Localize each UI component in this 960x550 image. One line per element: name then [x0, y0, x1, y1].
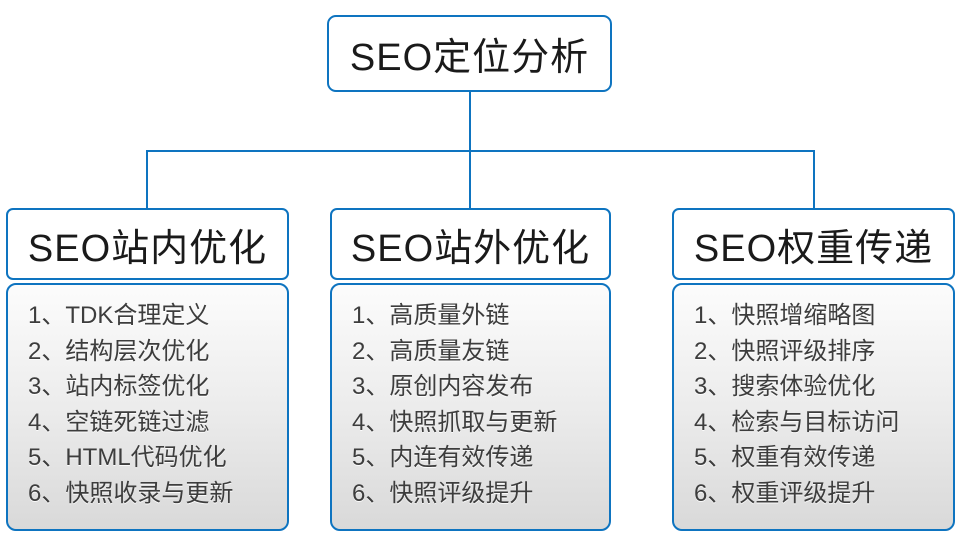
list-item: 3、搜索体验优化	[694, 373, 876, 401]
list-item: 5、HTML代码优化	[28, 444, 227, 472]
list-item: 1、高质量外链	[352, 302, 510, 329]
column-offsite-title: SEO站外优化	[350, 227, 591, 270]
list-item: 4、空链死链过滤	[28, 408, 210, 436]
list-item: 6、权重评级提升	[694, 479, 876, 507]
list-item: 1、TDK合理定义	[28, 302, 210, 329]
connector-drop-left	[146, 151, 148, 209]
list-item: 2、高质量友链	[352, 337, 510, 365]
column-weight-body: 1、快照增缩略图 2、快照评级排序 3、搜索体验优化 4、检索与目标访问 5、权…	[672, 283, 955, 531]
connector-drop-middle	[469, 151, 471, 209]
list-item: 5、权重有效传递	[694, 444, 876, 472]
root-node-label: SEO定位分析	[349, 37, 590, 79]
list-item: 3、原创内容发布	[352, 373, 534, 401]
list-item: 6、快照收录与更新	[28, 479, 234, 507]
list-item: 1、快照增缩略图	[694, 302, 876, 329]
list-item: 5、内连有效传递	[352, 444, 534, 472]
list-item: 3、站内标签优化	[28, 373, 210, 401]
connector-root-vertical	[469, 91, 471, 151]
column-offsite-header: SEO站外优化	[330, 208, 611, 280]
column-weight-title: SEO权重传递	[693, 227, 934, 270]
column-onsite-body: 1、TDK合理定义 2、结构层次优化 3、站内标签优化 4、空链死链过滤 5、H…	[6, 283, 289, 531]
root-node: SEO定位分析	[327, 15, 612, 92]
column-onsite-title: SEO站内优化	[27, 227, 268, 270]
list-item: 2、结构层次优化	[28, 337, 210, 365]
column-onsite-header: SEO站内优化	[6, 208, 289, 280]
list-item: 4、检索与目标访问	[694, 408, 900, 436]
list-item: 2、快照评级排序	[694, 337, 876, 365]
list-item: 6、快照评级提升	[352, 479, 534, 507]
list-item: 4、快照抓取与更新	[352, 408, 558, 436]
connector-drop-right	[813, 151, 815, 209]
connector-horizontal	[146, 150, 815, 152]
column-offsite-body: 1、高质量外链 2、高质量友链 3、原创内容发布 4、快照抓取与更新 5、内连有…	[330, 283, 611, 531]
column-weight-header: SEO权重传递	[672, 208, 955, 280]
